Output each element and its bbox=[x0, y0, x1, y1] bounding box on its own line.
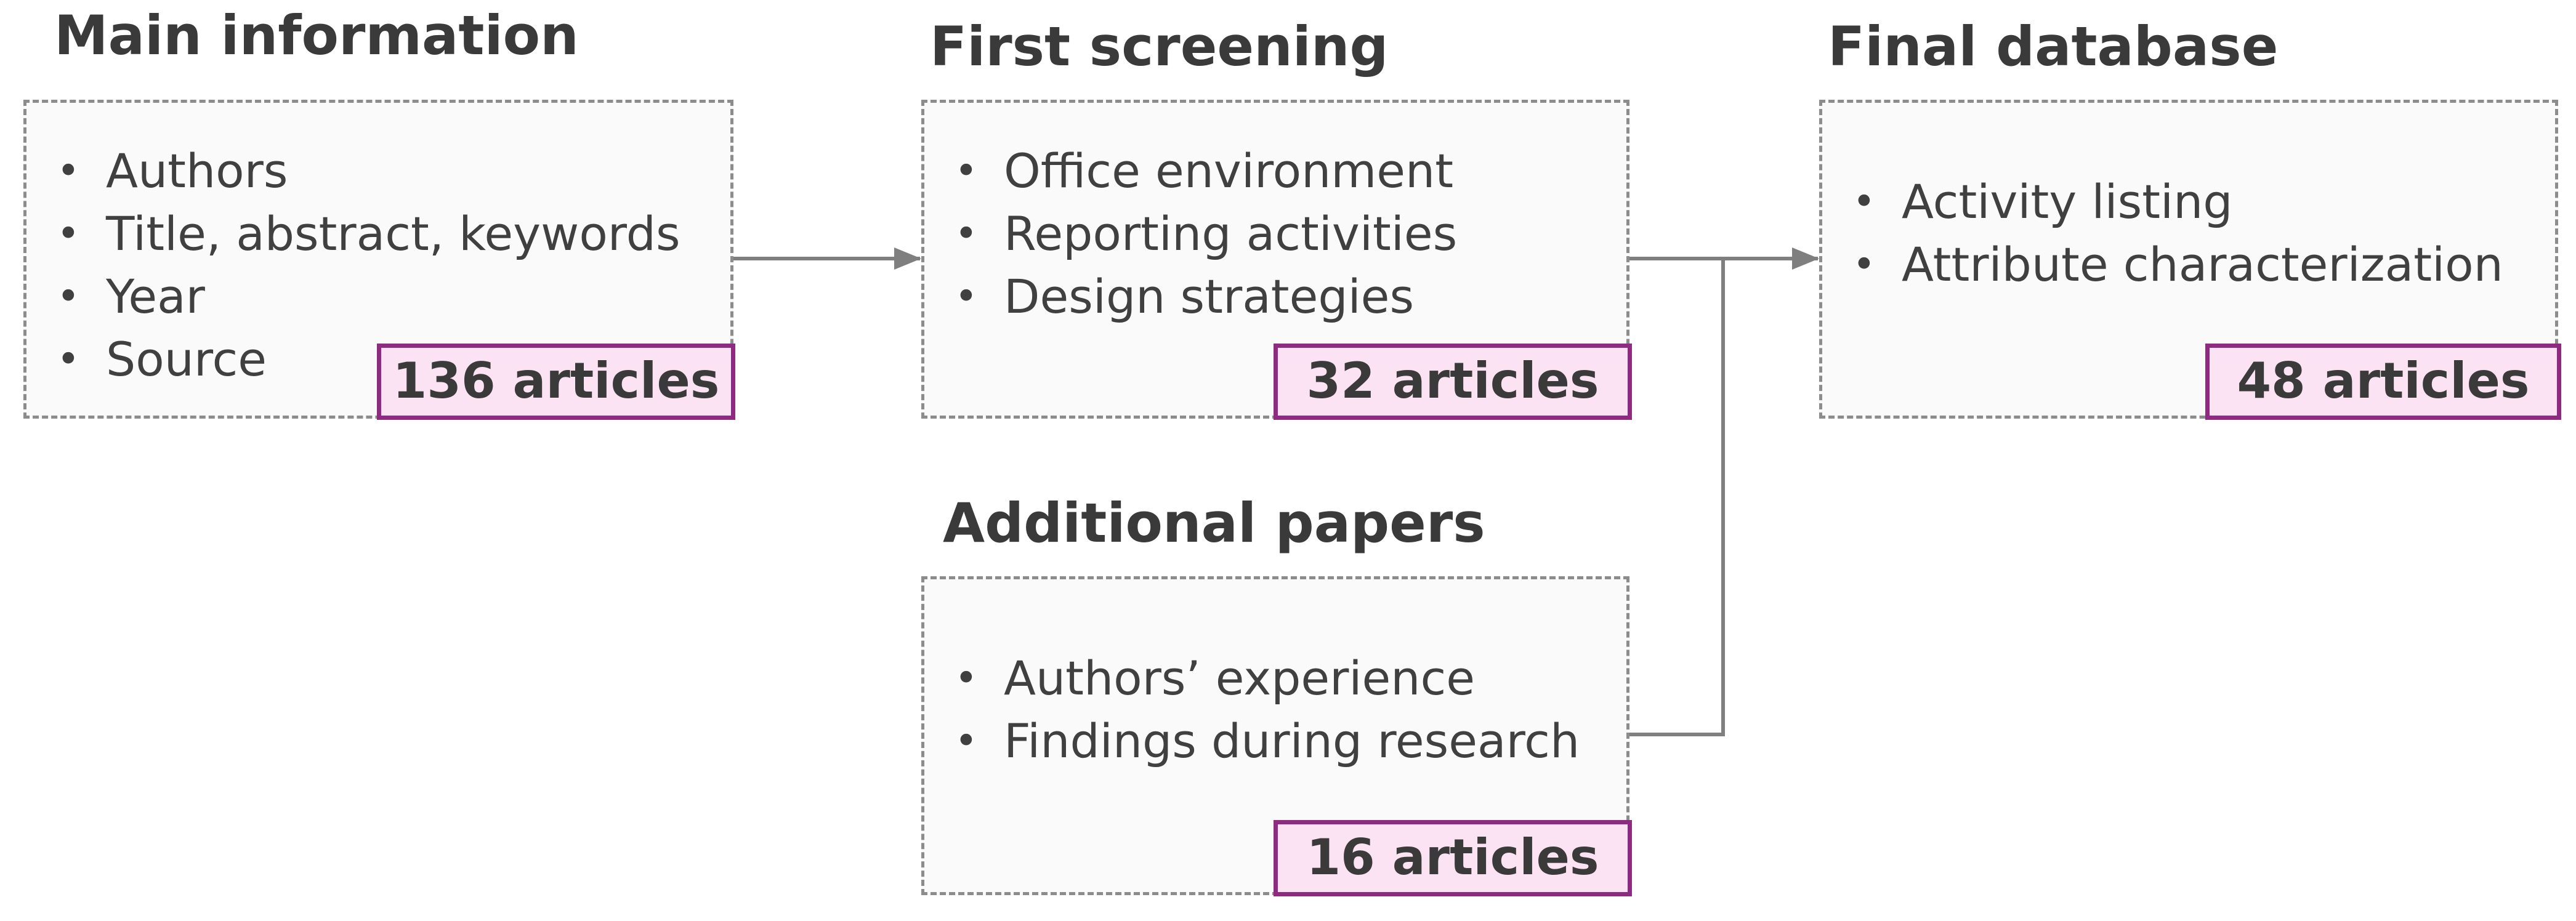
main-information-list: • Authors • Title, abstract, keywords • Yea… bbox=[54, 140, 680, 391]
list-item-label: Office environment bbox=[1004, 143, 1454, 198]
additional-papers-count-badge: 16 articles bbox=[1274, 820, 1632, 896]
final-database-count-badge: 48 articles bbox=[2205, 344, 2561, 420]
list-item-label: Title, abstract, keywords bbox=[106, 206, 680, 261]
bullet-icon: • bbox=[57, 148, 80, 194]
bullet-icon: • bbox=[57, 337, 80, 382]
first-screening-count-badge: 32 articles bbox=[1274, 344, 1632, 420]
list-item-label: Source bbox=[106, 332, 267, 387]
list-item: • Reporting activities bbox=[952, 203, 1457, 265]
list-item: • Source bbox=[54, 328, 680, 391]
final-database-title: Final database bbox=[1828, 15, 2279, 78]
final-database-list: • Activity listing • Attribute characteriz… bbox=[1850, 171, 2503, 296]
list-item-label: Attribute characterization bbox=[1902, 237, 2503, 292]
bullet-icon: • bbox=[1852, 179, 1876, 225]
list-item: • Authors’ experience bbox=[952, 647, 1580, 710]
list-item: • Year bbox=[54, 265, 680, 328]
list-item: • Attribute characterization bbox=[1850, 233, 2503, 296]
first-screening-title: First screening bbox=[930, 15, 1389, 78]
additional-papers-list: • Authors’ experience • Findings during re… bbox=[952, 647, 1580, 773]
list-item: • Office environment bbox=[952, 140, 1457, 203]
list-item: • Title, abstract, keywords bbox=[54, 203, 680, 265]
list-item-label: Activity listing bbox=[1902, 174, 2233, 229]
additional-papers-title: Additional papers bbox=[943, 491, 1485, 555]
main-information-title: Main information bbox=[54, 4, 579, 67]
bullet-icon: • bbox=[57, 274, 80, 320]
list-item: • Design strategies bbox=[952, 265, 1457, 328]
list-item-label: Authors’ experience bbox=[1004, 651, 1476, 706]
bullet-icon: • bbox=[955, 274, 978, 320]
list-item: • Findings during research bbox=[952, 710, 1580, 773]
list-item-label: Findings during research bbox=[1004, 714, 1580, 768]
connector-additional-to-final bbox=[1629, 259, 1725, 736]
list-item-label: Design strategies bbox=[1004, 269, 1415, 324]
list-item-label: Authors bbox=[106, 143, 288, 198]
first-screening-list: • Office environment • Reporting activitie… bbox=[952, 140, 1457, 328]
bullet-icon: • bbox=[955, 656, 978, 701]
bullet-icon: • bbox=[1852, 242, 1876, 288]
bullet-icon: • bbox=[955, 211, 978, 257]
main-information-box: • Authors • Title, abstract, keywords • Yea… bbox=[23, 100, 733, 419]
list-item: • Activity listing bbox=[1850, 171, 2503, 233]
main-information-count-badge: 136 articles bbox=[377, 344, 735, 420]
list-item: • Authors bbox=[54, 140, 680, 203]
list-item-label: Year bbox=[106, 269, 205, 324]
bullet-icon: • bbox=[955, 718, 978, 764]
bullet-icon: • bbox=[57, 211, 80, 257]
list-item-label: Reporting activities bbox=[1004, 206, 1458, 261]
bullet-icon: • bbox=[955, 148, 978, 194]
